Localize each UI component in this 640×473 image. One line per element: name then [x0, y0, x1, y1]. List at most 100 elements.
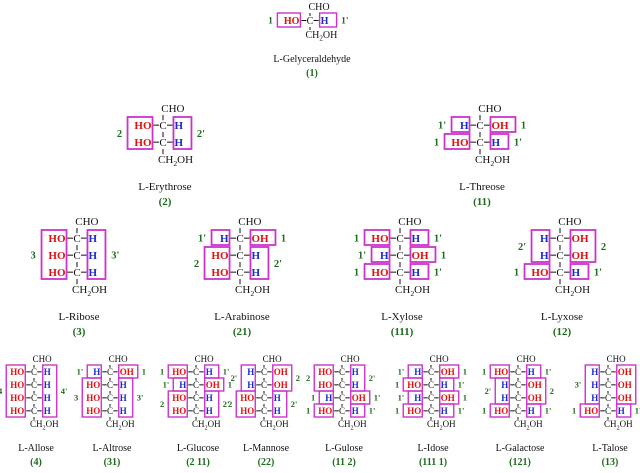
- hydroxyl-label: HO: [284, 16, 300, 27]
- group-marker-left: 1': [358, 250, 366, 261]
- group-marker-right: 2: [601, 242, 606, 253]
- group-marker-left: 2: [117, 129, 122, 140]
- hydroxyl-label: HO: [172, 393, 186, 403]
- hydroxyl-label: OH: [352, 393, 366, 403]
- group-box-left: [313, 403, 334, 418]
- hydroxymethyl-label: CH2OH: [555, 284, 590, 298]
- hydrogen-label: H: [491, 137, 500, 149]
- aldehyde-group-label: CHO: [33, 354, 53, 364]
- group-marker-right: 1': [514, 137, 522, 148]
- group-box-left: [402, 403, 423, 418]
- sugar-code: (4): [30, 457, 42, 468]
- group-marker-right: 1': [374, 393, 381, 403]
- group-box-right: [489, 116, 517, 133]
- group-box-left: [363, 229, 391, 246]
- hydroxyl-label: HO: [10, 393, 24, 403]
- group-box-left: [363, 263, 391, 280]
- group-box-left: [489, 403, 510, 418]
- hydrogen-label: H: [274, 393, 281, 403]
- carbon-label: C: [515, 406, 521, 416]
- hydroxyl-label: HO: [318, 406, 332, 416]
- hydroxymethyl-label: CH2OH: [395, 284, 430, 298]
- hydroxyl-label: OH: [441, 393, 455, 403]
- carbon-label: C: [31, 393, 37, 403]
- carbon-label: C: [261, 393, 267, 403]
- carbon-label: C: [605, 367, 611, 377]
- group-marker-left: 1': [198, 233, 206, 244]
- group-marker-right: 2': [223, 399, 230, 409]
- group-box-left: [167, 390, 188, 418]
- carbon-label: C: [261, 406, 267, 416]
- hydroxyl-label: HO: [407, 380, 421, 390]
- hydroxyl-label: HO: [48, 267, 66, 279]
- sugar-code: (2 11): [186, 457, 210, 468]
- carbon-label: C: [476, 137, 483, 149]
- hydrogen-label: H: [247, 367, 254, 377]
- hydrogen-label: H: [247, 380, 254, 390]
- group-marker-right: 1: [463, 367, 467, 377]
- group-marker-right: 3': [111, 250, 119, 261]
- hydroxymethyl-label: CH2OH: [30, 419, 59, 431]
- aldehyde-group-label: CHO: [607, 354, 627, 364]
- hydroxymethyl-label: CH2OH: [235, 284, 270, 298]
- hydroxyl-label: HO: [172, 367, 186, 377]
- carbon-label: C: [193, 406, 199, 416]
- aldehyde-group-label: CHO: [238, 216, 261, 228]
- carbon-label: C: [339, 406, 345, 416]
- hydrogen-label: H: [528, 367, 535, 377]
- group-box-right: [172, 116, 193, 150]
- group-marker-left: 2': [518, 242, 526, 253]
- carbon-label: C: [193, 367, 199, 377]
- hydrogen-label: H: [528, 406, 535, 416]
- sugar-code: (1): [306, 68, 318, 79]
- group-marker-right: 1: [142, 367, 146, 377]
- sugar-code: (22): [258, 457, 275, 468]
- sugar-name: L-Talose: [592, 443, 628, 454]
- group-marker-right: 1': [594, 267, 602, 278]
- hydrogen-label: H: [88, 267, 97, 279]
- sugar-code: (111): [391, 326, 414, 338]
- hydroxymethyl-label: CH2OH: [338, 419, 367, 431]
- carbon-label: C: [73, 250, 80, 262]
- carbon-label: C: [31, 406, 37, 416]
- group-marker-left: 1': [438, 120, 446, 131]
- hydrogen-label: H: [206, 367, 213, 377]
- carbon-label: C: [556, 250, 563, 262]
- group-box-right: [272, 390, 288, 418]
- hydroxyl-label: HO: [371, 233, 389, 245]
- aldehyde-group-label: CHO: [308, 2, 329, 13]
- carbon-label: C: [556, 267, 563, 279]
- group-marker-left: 2: [160, 399, 164, 409]
- hydrogen-label: H: [460, 120, 469, 132]
- hydroxyl-label: OH: [528, 380, 542, 390]
- group-marker-left: 2: [194, 259, 199, 270]
- hydrogen-label: H: [88, 250, 97, 262]
- hydroxyl-label: HO: [494, 367, 508, 377]
- hydrogen-label: H: [179, 380, 186, 390]
- carbon-label: C: [556, 233, 563, 245]
- hydrogen-label: H: [321, 16, 329, 27]
- sugar-name: L-Arabinose: [214, 311, 270, 323]
- group-box-left: [126, 116, 154, 150]
- hydroxyl-label: HO: [86, 406, 100, 416]
- sugar-name: L-Glucose: [177, 443, 220, 454]
- aldehyde-group-label: CHO: [341, 354, 361, 364]
- aldehyde-group-label: CHO: [517, 354, 537, 364]
- carbon-label: C: [339, 367, 345, 377]
- sugar-code: (31): [104, 457, 121, 468]
- carbon-label: C: [236, 267, 243, 279]
- carbon-label: C: [107, 406, 113, 416]
- hydroxyl-label: HO: [318, 380, 332, 390]
- carbon-label: C: [31, 380, 37, 390]
- sugar-code: (11): [473, 196, 491, 208]
- group-marker-left: 1': [398, 393, 405, 403]
- sugar-name: L-Ribose: [59, 311, 100, 323]
- group-marker-right: 1: [521, 120, 526, 131]
- group-marker-left: 1: [354, 267, 359, 278]
